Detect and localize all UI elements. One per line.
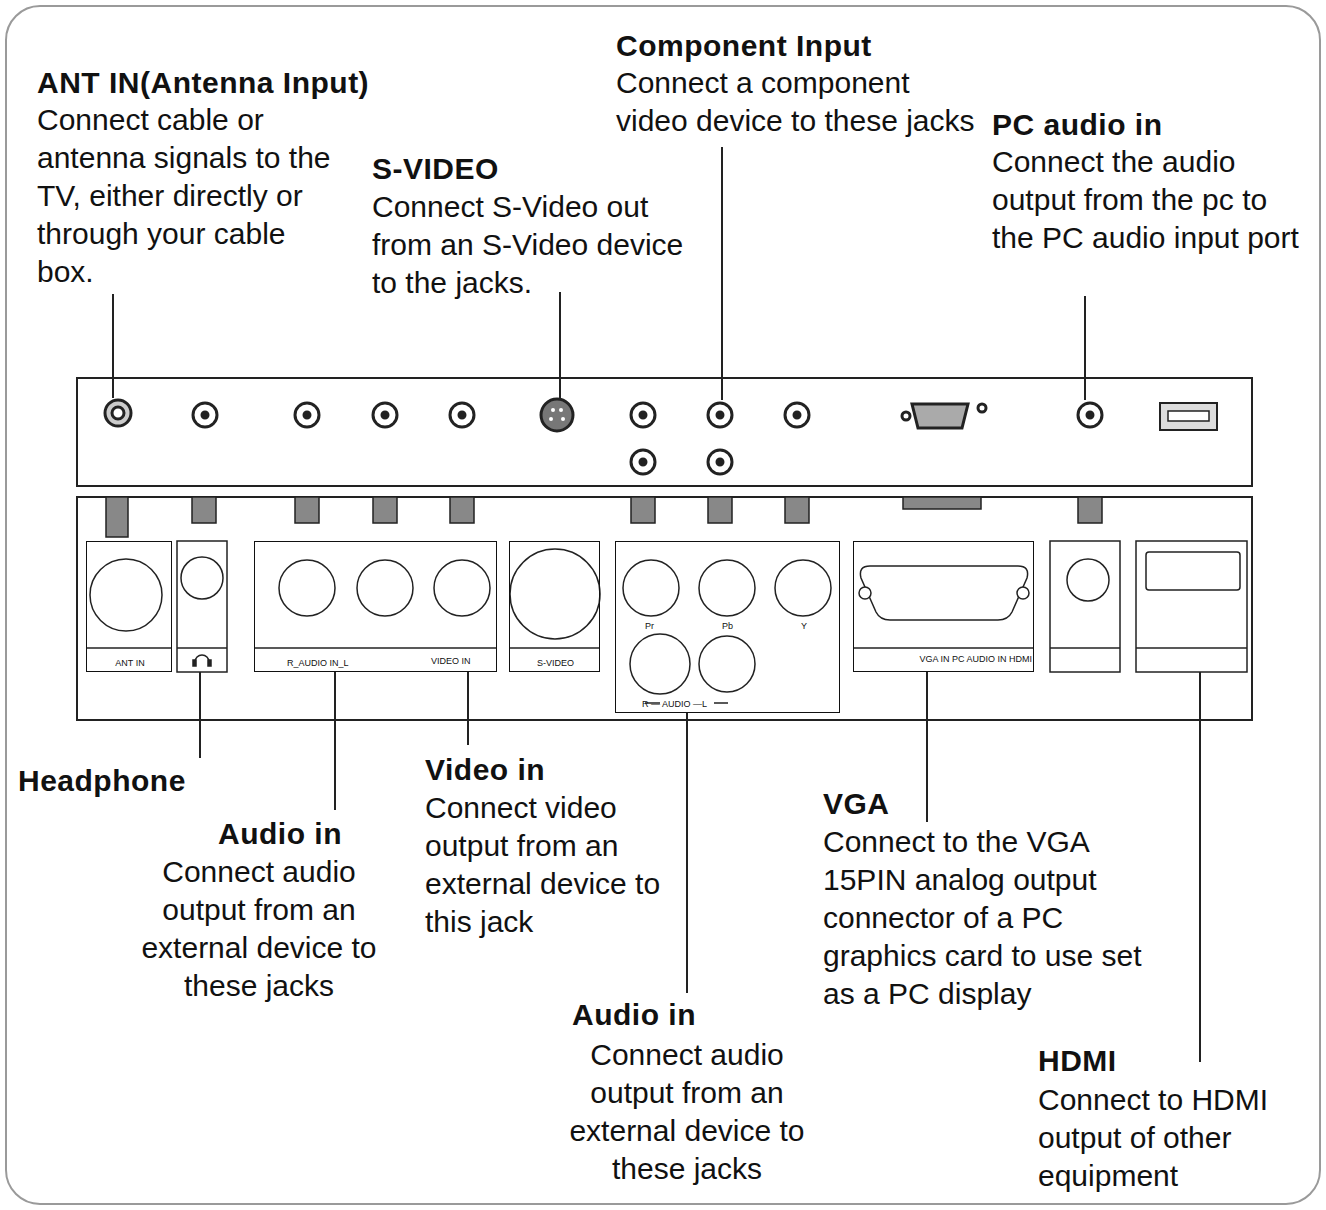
callout-text: Connect audio output from an external de… <box>552 1036 822 1188</box>
port-label: Y <box>801 621 807 631</box>
callout-text: Connect to HDMI output of other equipmen… <box>1038 1081 1326 1195</box>
port-label: VIDEO IN <box>431 656 471 666</box>
callout-heading: Video in <box>425 751 545 789</box>
callout-heading: Audio in <box>572 996 696 1034</box>
callout-text: Connect a component video device to thes… <box>616 64 988 140</box>
callout-heading: S-VIDEO <box>372 150 499 188</box>
callout-heading: Component Input <box>616 27 872 65</box>
port-label: R — AUDIO —L <box>642 699 707 709</box>
callout-heading: PC audio in <box>992 106 1163 144</box>
callout-text: Connect video output from an external de… <box>425 789 687 941</box>
s-video-panel: S-VIDEO <box>509 541 600 672</box>
component-panel: Pr Pb Y R — AUDIO —L <box>615 541 840 713</box>
callout-heading: VGA <box>823 785 890 823</box>
port-label: R_AUDIO IN_L <box>287 658 349 668</box>
callout-text: Connect the audio output from the pc to … <box>992 143 1304 257</box>
port-label: Pb <box>722 621 733 631</box>
callout-heading: ANT IN(Antenna Input) <box>37 64 369 102</box>
port-label: S-VIDEO <box>537 658 574 668</box>
callout-text: Connect to the VGA 15PIN analog output c… <box>823 823 1175 1013</box>
vga-panel: VGA IN PC AUDIO IN HDMI <box>853 541 1034 672</box>
callout-heading: Audio in <box>218 815 342 853</box>
av-in-panel: R_AUDIO IN_L VIDEO IN <box>254 541 497 672</box>
callout-text: Connect S-Video out from an S-Video devi… <box>372 188 712 302</box>
callout-heading: HDMI <box>1038 1042 1117 1080</box>
ant-in-panel: ANT IN <box>86 541 172 672</box>
port-label: VGA IN PC AUDIO IN HDMI <box>919 654 1032 664</box>
port-label: Pr <box>645 621 654 631</box>
port-label: ANT IN <box>115 658 144 668</box>
callout-heading: Headphone <box>18 762 186 800</box>
callout-text: Connect audio output from an external de… <box>124 853 394 1005</box>
callout-text: Connect cable or antenna signals to the … <box>37 101 347 291</box>
